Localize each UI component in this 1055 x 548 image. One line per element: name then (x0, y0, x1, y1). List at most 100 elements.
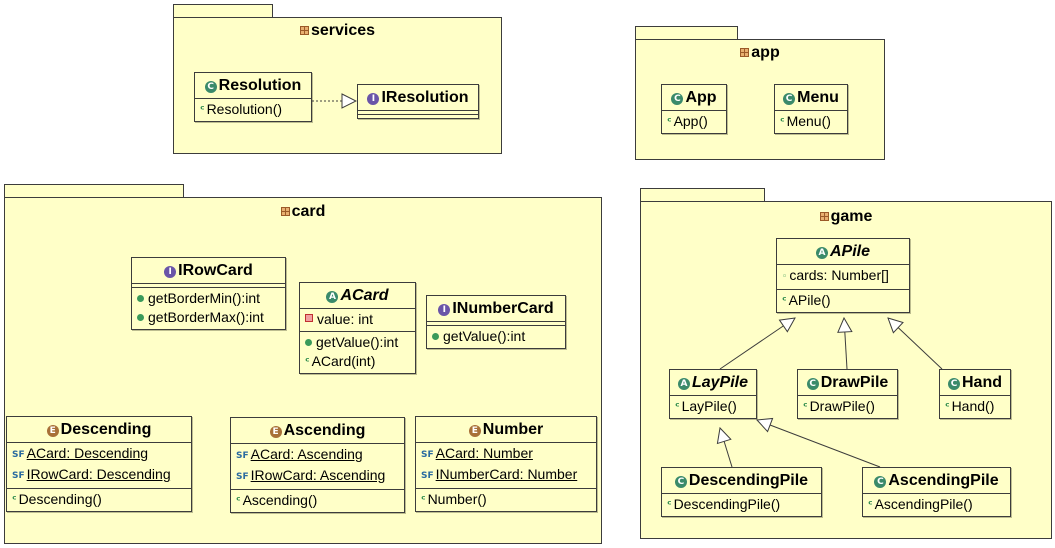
constructor-icon: ᶜ (305, 355, 310, 368)
class-stereotype-icon: C (783, 93, 796, 105)
field-row: value: int (300, 310, 415, 329)
package-tab-card (4, 184, 184, 198)
interface-stereotype-icon: I (367, 93, 380, 105)
field-row: ◦cards: Number[] (777, 266, 909, 287)
constructor-icon: ᶜ (667, 498, 672, 511)
enum-stereotype-icon: E (46, 425, 59, 437)
package-title: services (174, 22, 501, 40)
class-stereotype-icon: C (204, 81, 217, 93)
fields-section (358, 110, 478, 114)
method-row: getValue():int (300, 333, 415, 352)
class-stereotype-icon: C (674, 476, 687, 488)
class-stereotype-icon: C (948, 378, 960, 390)
constructor-icon: ᶜ (868, 498, 873, 511)
abstract-class-stereotype-icon: A (326, 291, 339, 303)
methods-section: getBorderMin():int getBorderMax():int (132, 287, 285, 329)
public-icon (305, 339, 312, 346)
method-row: getBorderMax():int (132, 308, 285, 327)
package-icon (299, 26, 309, 35)
class-stereotype-icon: C (806, 378, 819, 390)
abstract-class-stereotype-icon: A (677, 378, 690, 390)
methods-section (358, 114, 478, 118)
constructor-icon: ᶜ (200, 103, 205, 116)
package-icon (819, 212, 829, 221)
method-row: getValue():int (427, 327, 565, 346)
constructor-icon: ᶜ (236, 494, 241, 507)
method-row: getBorderMin():int (132, 289, 285, 308)
abstract-class-stereotype-icon: A (815, 247, 828, 259)
interface-stereotype-icon: I (438, 304, 451, 316)
package-tab-app (635, 26, 738, 40)
package-tab-game (640, 188, 765, 202)
static-final-icon: SF (236, 472, 249, 482)
constructor-icon: ᶜ (780, 115, 785, 128)
package-title: card (5, 203, 601, 221)
public-icon (137, 295, 144, 302)
static-final-icon: SF (421, 450, 434, 460)
interface-stereotype-icon: I (164, 266, 177, 278)
constructor-icon: ᶜ (782, 294, 787, 307)
constructor-icon: ᶜ (667, 115, 672, 128)
package-title: game (641, 208, 1051, 226)
public-icon (432, 333, 439, 340)
fields-section (132, 283, 285, 287)
constructor-icon: ᶜ (945, 400, 950, 413)
constructor-icon: ᶜ (675, 400, 680, 413)
